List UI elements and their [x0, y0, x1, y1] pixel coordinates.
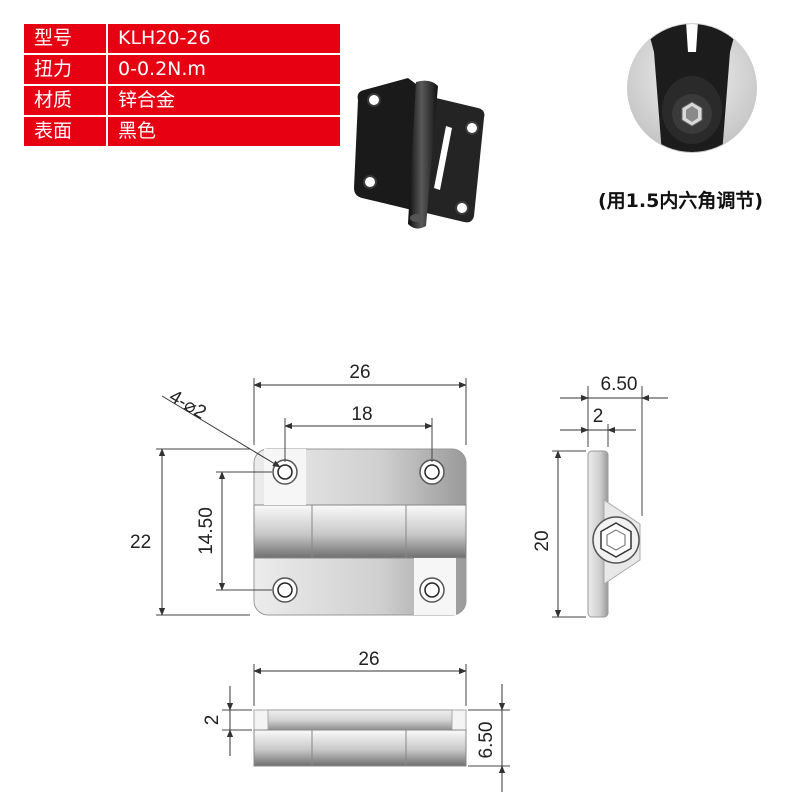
side-view: 6.50 2 20 [532, 374, 668, 618]
hinge-photo [354, 78, 485, 229]
spec-row-torque: 扭力 0-0.2N.m [22, 53, 342, 86]
spec-label: 扭力 [22, 53, 108, 86]
spec-value: 锌合金 [106, 84, 342, 117]
dim-bottom-width: 26 [358, 649, 379, 670]
dim-side-plate: 2 [593, 406, 604, 427]
spec-value: 黑色 [106, 115, 342, 148]
dim-hole-spacing-v: 14.50 [196, 507, 217, 555]
spec-label: 材质 [22, 84, 108, 117]
front-view: 26 18 4-⌀2 22 14.50 [130, 362, 467, 616]
spec-value: KLH20-26 [106, 22, 342, 55]
dim-front-width: 26 [349, 362, 370, 383]
bottom-view: 26 2 6.50 [202, 649, 510, 792]
spec-label: 型号 [22, 22, 108, 55]
dim-hole-spacing-h: 18 [351, 404, 372, 425]
spec-value: 0-0.2N.m [106, 53, 342, 86]
spec-row-model: 型号 KLH20-26 [22, 22, 342, 55]
adjustment-caption: (用1.5内六角调节) [598, 190, 764, 212]
dim-front-height: 22 [130, 532, 151, 553]
dim-bottom-plate: 2 [202, 715, 223, 726]
mounting-holes [272, 459, 445, 603]
spec-row-material: 材质 锌合金 [22, 84, 342, 117]
spec-table: 型号 KLH20-26 扭力 0-0.2N.m 材质 锌合金 表面 黑色 [22, 22, 342, 148]
dim-hole-callout: 4-⌀2 [166, 386, 210, 424]
dim-bottom-thickness: 6.50 [476, 722, 497, 759]
hex-socket-closeup-photo [627, 23, 757, 153]
spec-label: 表面 [22, 115, 108, 148]
dim-side-thickness: 6.50 [601, 374, 638, 395]
dim-side-height: 20 [532, 530, 553, 551]
spec-row-finish: 表面 黑色 [22, 115, 342, 148]
